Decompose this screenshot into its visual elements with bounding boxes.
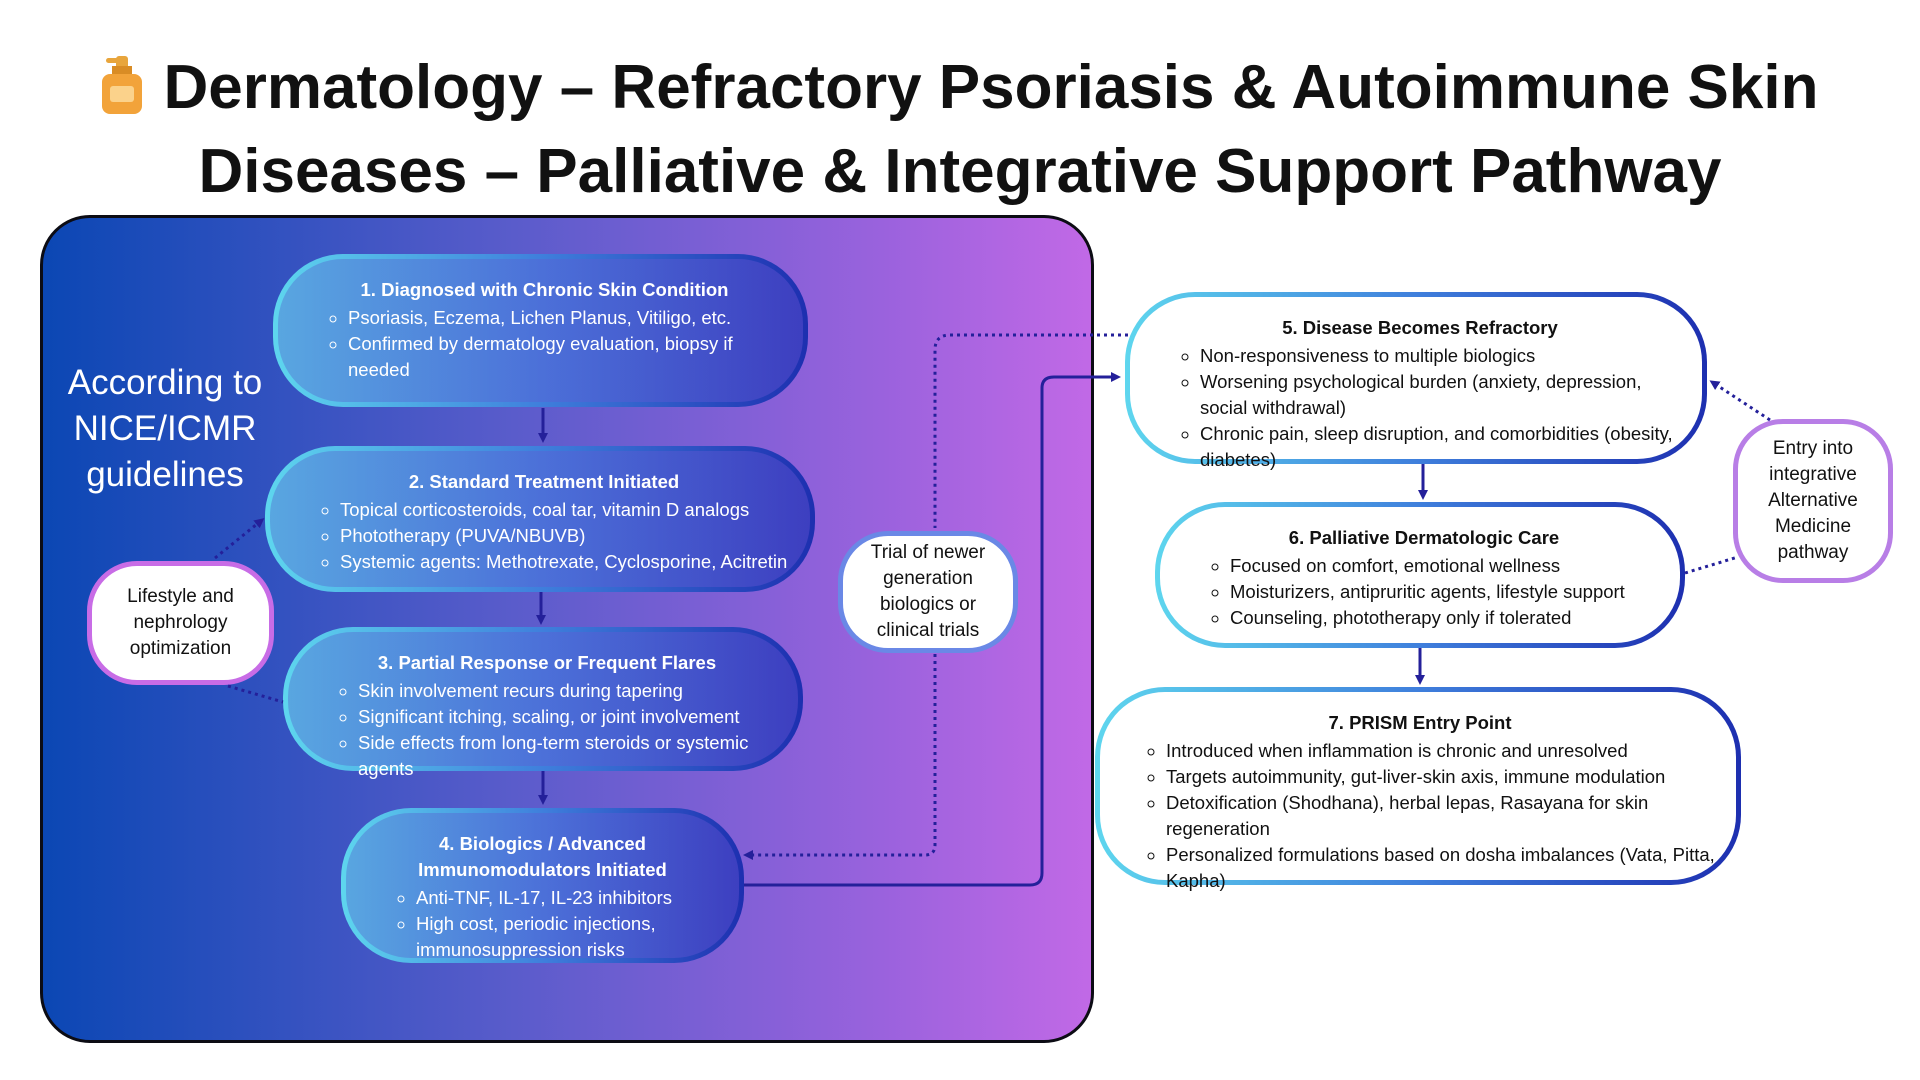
step-5-bullet: Non-responsiveness to multiple biologics xyxy=(1200,343,1682,369)
step-3-bullet: Significant itching, scaling, or joint i… xyxy=(358,704,778,730)
step-4-bullet: High cost, periodic injections, immunosu… xyxy=(416,911,719,963)
lotion-bottle-icon xyxy=(101,56,142,114)
step-1-bullet: Confirmed by dermatology evaluation, bio… xyxy=(348,331,783,383)
step-6-box: 6. Palliative Dermatologic Care Focused … xyxy=(1155,502,1685,648)
step-6-bullets: Focused on comfort, emotional wellness M… xyxy=(1208,553,1660,631)
step-7-bullet: Targets autoimmunity, gut-liver-skin axi… xyxy=(1166,764,1716,790)
step-1-title: 1. Diagnosed with Chronic Skin Condition xyxy=(360,279,729,300)
step-6-bullet: Focused on comfort, emotional wellness xyxy=(1230,553,1660,579)
step-2-bullet: Topical corticosteroids, coal tar, vitam… xyxy=(340,497,790,523)
step-3-bullets: Skin involvement recurs during tapering … xyxy=(336,678,778,782)
step-7-title: 7. PRISM Entry Point xyxy=(1328,712,1512,733)
integrative-note: Entry into integrative Alternative Medic… xyxy=(1733,419,1893,583)
step-7-bullet: Personalized formulations based on dosha… xyxy=(1166,842,1716,894)
step-6-bullet: Moisturizers, antipruritic agents, lifes… xyxy=(1230,579,1660,605)
step-1-bullet: Psoriasis, Eczema, Lichen Planus, Vitili… xyxy=(348,305,783,331)
step-7-box: 7. PRISM Entry Point Introduced when inf… xyxy=(1095,687,1741,891)
step-3-bullet: Skin involvement recurs during tapering xyxy=(358,678,778,704)
step-5-bullet: Worsening psychological burden (anxiety,… xyxy=(1200,369,1682,421)
dotted-lifestyle-to-2 xyxy=(214,518,265,560)
step-4-title: 4. Biologics / Advanced Immunomodulators… xyxy=(418,833,667,880)
step-4-box: 4. Biologics / Advanced Immunomodulators… xyxy=(341,808,744,963)
page-title: Dermatology – Refractory Psoriasis & Aut… xyxy=(60,46,1860,214)
step-5-box: 5. Disease Becomes Refractory Non-respon… xyxy=(1125,292,1707,470)
step-2-title: 2. Standard Treatment Initiated xyxy=(408,471,680,492)
step-7-bullet: Detoxification (Shodhana), herbal lepas,… xyxy=(1166,790,1716,842)
step-4-bullet: Anti-TNF, IL-17, IL-23 inhibitors xyxy=(416,885,719,911)
lifestyle-note-text: Lifestyle and nephrology optimization xyxy=(127,586,234,659)
dotted-5-to-trial xyxy=(933,333,1128,528)
dotted-lifestyle-to-3 xyxy=(227,684,284,704)
step-2-box: 2. Standard Treatment Initiated Topical … xyxy=(265,446,815,592)
step-3-title: 3. Partial Response or Frequent Flares xyxy=(377,652,717,673)
step-5-bullet: Chronic pain, sleep disruption, and como… xyxy=(1200,421,1682,473)
step-5-bullets: Non-responsiveness to multiple biologics… xyxy=(1178,343,1682,473)
lifestyle-note: Lifestyle and nephrology optimization xyxy=(87,561,274,685)
step-2-bullet: Systemic agents: Methotrexate, Cyclospor… xyxy=(340,549,790,575)
step-3-box: 3. Partial Response or Frequent Flares S… xyxy=(283,627,803,779)
step-6-bullet: Counseling, phototherapy only if tolerat… xyxy=(1230,605,1660,631)
guideline-label: According to NICE/ICMR guidelines xyxy=(67,363,263,494)
title-line-2: Diseases – Palliative & Integrative Supp… xyxy=(198,137,1722,206)
title-line-1: Dermatology – Refractory Psoriasis & Aut… xyxy=(163,53,1819,122)
dotted-trial-to-4 xyxy=(743,654,937,860)
step-6-title: 6. Palliative Dermatologic Care xyxy=(1288,527,1560,548)
step-2-bullet: Phototherapy (PUVA/NBUVB) xyxy=(340,523,790,549)
integrative-note-text: Entry into integrative Alternative Medic… xyxy=(1768,438,1858,563)
arrow-4-to-5 xyxy=(744,372,1121,887)
trial-note-text: Trial of newer generation biologics or c… xyxy=(870,542,986,641)
step-5-title: 5. Disease Becomes Refractory xyxy=(1282,317,1558,338)
step-2-bullets: Topical corticosteroids, coal tar, vitam… xyxy=(318,497,790,575)
dotted-integrative-to-5 xyxy=(1709,380,1771,422)
step-1-bullets: Psoriasis, Eczema, Lichen Planus, Vitili… xyxy=(326,305,783,383)
step-4-bullets: Anti-TNF, IL-17, IL-23 inhibitors High c… xyxy=(394,885,719,963)
trial-note: Trial of newer generation biologics or c… xyxy=(838,531,1018,653)
step-7-bullets: Introduced when inflammation is chronic … xyxy=(1144,738,1716,894)
step-7-bullet: Introduced when inflammation is chronic … xyxy=(1166,738,1716,764)
step-3-bullet: Side effects from long-term steroids or … xyxy=(358,730,778,782)
step-1-box: 1. Diagnosed with Chronic Skin Condition… xyxy=(273,254,808,407)
dotted-6-to-integrative xyxy=(1684,555,1739,575)
